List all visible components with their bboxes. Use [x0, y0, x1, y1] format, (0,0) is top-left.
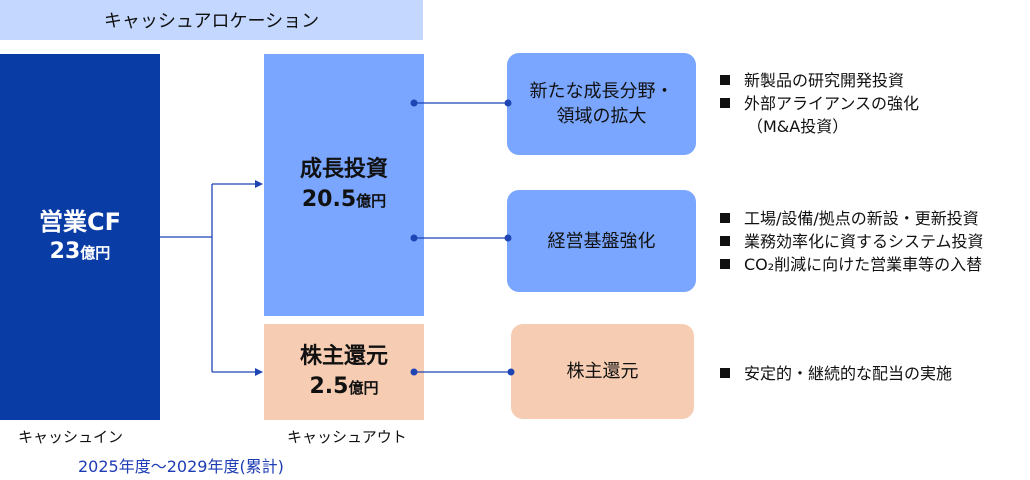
bullet-text: 安定的・継続的な配当の実施	[744, 364, 953, 383]
category-new-growth-line-1: 新たな成長分野・	[529, 81, 674, 102]
growth-investment-amount: 20.5	[301, 186, 357, 212]
bullet-text: CO₂削減に向けた営業車等の入替	[744, 255, 983, 274]
cash-out-caption: キャッシュアウト	[287, 428, 407, 446]
bullet-square-icon	[720, 75, 730, 85]
cash-in-caption: キャッシュイン	[18, 428, 124, 446]
bullet-text: 工場/設備/拠点の新設・更新投資	[744, 209, 979, 228]
bullet-item: 安定的・継続的な配当の実施	[717, 362, 952, 385]
category-new-growth-box: 新たな成長分野・ 領域の拡大	[507, 53, 696, 155]
connector-dot	[504, 99, 512, 107]
bullet-square-icon	[720, 368, 730, 378]
bullet-square-icon	[720, 259, 730, 269]
shareholder-return-amount-line: 2.5億円	[310, 372, 379, 403]
shareholder-return-unit: 億円	[348, 378, 379, 397]
bullet-item: 業務効率化に資するシステム投資	[717, 230, 984, 253]
category-foundation-box: 経営基盤強化	[507, 190, 696, 292]
bullet-square-icon	[720, 236, 730, 246]
bullet-text: 業務効率化に資するシステム投資	[744, 232, 984, 251]
bullet-square-icon	[720, 213, 730, 223]
bullet-list-shareholder-return: 安定的・継続的な配当の実施	[717, 362, 952, 385]
growth-investment-title: 成長投資	[299, 156, 388, 182]
bullet-item: 新製品の研究開発投資	[717, 69, 919, 92]
shareholder-return-amount: 2.5	[309, 373, 349, 399]
period-caption: 2025年度～2029年度(累計)	[78, 457, 284, 476]
bullet-list-new-growth: 新製品の研究開発投資 外部アライアンスの強化 （M&A投資）	[717, 69, 919, 138]
category-new-growth-line-2: 領域の拡大	[556, 106, 647, 127]
growth-investment-amount-line: 20.5億円	[302, 185, 386, 216]
bullet-text: 新製品の研究開発投資	[744, 71, 905, 90]
growth-investment-unit: 億円	[356, 191, 387, 210]
category-shareholder-return-label: 株主還元	[566, 361, 639, 382]
operating-cf-title: 営業CF	[38, 207, 121, 236]
shareholder-return-title: 株主還元	[299, 343, 388, 369]
operating-cf-amount-line: 23億円	[50, 237, 111, 268]
connector-dot	[410, 234, 418, 242]
connector-dot	[410, 368, 418, 376]
category-foundation-label: 経営基盤強化	[547, 230, 656, 252]
connector-dot	[504, 234, 512, 242]
allocation-header-label: キャッシュアロケーション	[103, 11, 320, 32]
bullet-text: 外部アライアンスの強化	[744, 94, 920, 113]
bullet-item: CO₂削減に向けた営業車等の入替	[717, 253, 984, 276]
category-shareholder-return-box: 株主還元	[511, 324, 694, 419]
bullet-item: 外部アライアンスの強化	[717, 92, 919, 115]
bullet-square-icon	[720, 98, 730, 108]
bullet-continuation: （M&A投資）	[747, 117, 849, 136]
bullet-item: 工場/設備/拠点の新設・更新投資	[717, 207, 984, 230]
allocation-header: キャッシュアロケーション	[0, 0, 423, 40]
bullet-list-foundation: 工場/設備/拠点の新設・更新投資 業務効率化に資するシステム投資 CO₂削減に向…	[717, 207, 984, 276]
operating-cf-unit: 億円	[80, 243, 111, 262]
growth-investment-box: 成長投資 20.5億円	[264, 54, 424, 316]
shareholder-return-box: 株主還元 2.5億円	[264, 324, 424, 420]
operating-cf-box: 営業CF 23億円	[0, 54, 160, 420]
operating-cf-amount: 23	[49, 238, 81, 264]
connector-dot	[507, 368, 515, 376]
connector-dot	[410, 99, 418, 107]
